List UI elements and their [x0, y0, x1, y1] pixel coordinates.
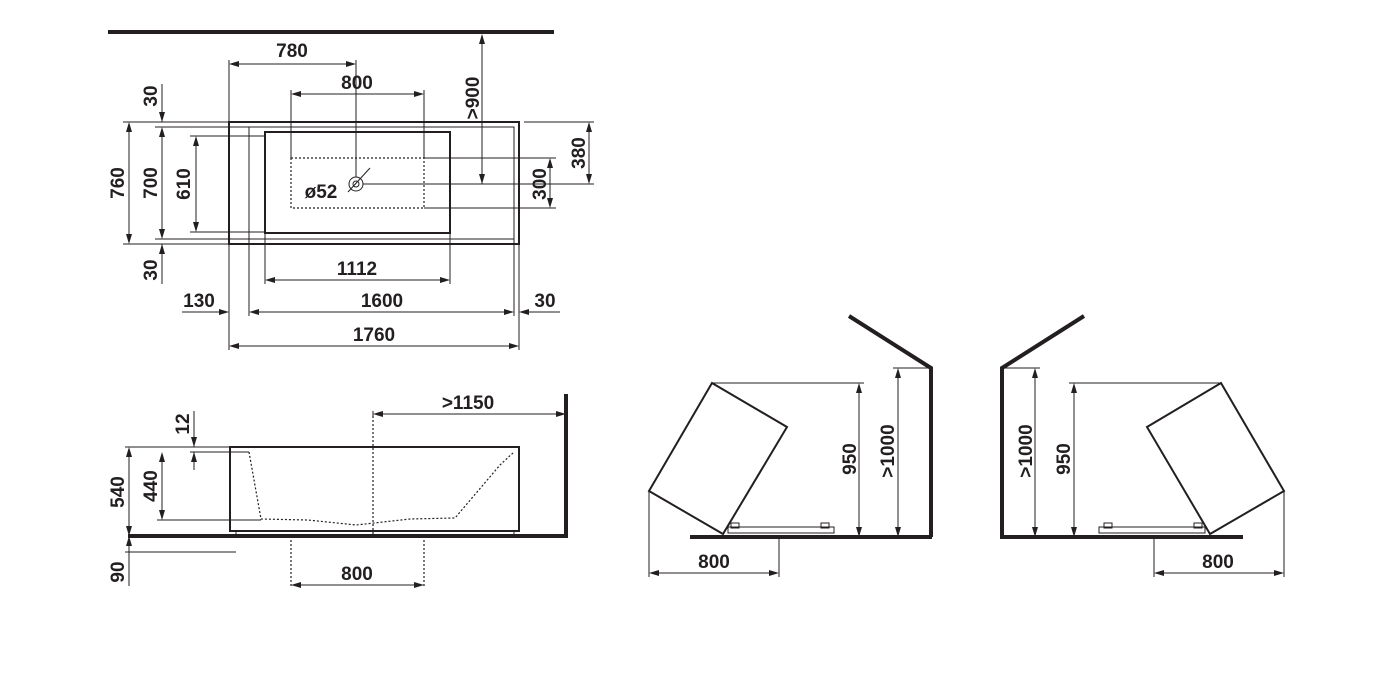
dim-760 — [123, 121, 229, 245]
dim-800-right — [1153, 491, 1285, 577]
dim-1600-row — [182, 239, 560, 350]
tub-side-outline — [229, 446, 520, 532]
dim-1760 — [229, 343, 519, 349]
dim-label-800-left: 800 — [698, 552, 730, 573]
dim-950-left — [712, 382, 864, 537]
dim-780 — [228, 60, 357, 177]
dim-label-130: 130 — [183, 291, 215, 312]
dim-label-540: 540 — [108, 476, 129, 508]
dim-700 — [155, 126, 249, 240]
dim-800-bottom — [291, 582, 424, 588]
dim-12 — [190, 411, 249, 470]
dim-label-30-top: 30 — [141, 85, 162, 106]
basin-outline — [264, 131, 451, 234]
dim-900 — [425, 34, 485, 185]
dim-label-440: 440 — [141, 470, 162, 502]
dim-label-90: 90 — [108, 561, 129, 582]
tilted-tub-right — [1145, 381, 1286, 536]
dim-300 — [424, 157, 556, 209]
dim-label-1112: 1112 — [337, 259, 377, 280]
tilt-view-right: >1000 950 800 — [1000, 314, 1286, 577]
drain-symbol — [347, 167, 425, 193]
dim-label-30-right: 30 — [534, 291, 555, 312]
dim-800-top — [290, 90, 425, 158]
tub-outer-outline — [228, 121, 520, 245]
dim-label-380: 380 — [569, 137, 590, 169]
dim-380 — [482, 121, 594, 185]
dim-440 — [157, 452, 261, 521]
dim-label-800-bottom: 800 — [341, 564, 373, 585]
dim-1000-right — [1002, 367, 1040, 537]
tilt-view-left: 950 >1000 800 — [647, 314, 933, 577]
dim-label-760: 760 — [108, 167, 129, 199]
support-area-dotted — [290, 157, 425, 209]
side-view: >1150 12 540 440 — [108, 393, 568, 588]
dim-1000-left — [893, 367, 931, 537]
wall-and-roof-right — [1000, 314, 1086, 537]
dim-label-800-right: 800 — [1202, 552, 1234, 573]
dim-label-12: 12 — [173, 413, 194, 434]
dim-label-1150: >1150 — [442, 393, 494, 414]
dim-1150 — [372, 411, 566, 417]
dim-30-top — [156, 84, 229, 123]
floor-rail-left — [727, 522, 835, 534]
dim-label-900: >900 — [463, 77, 484, 120]
dim-label-800-top: 800 — [341, 73, 373, 94]
dim-label-1760: 1760 — [353, 325, 395, 346]
dim-label-700: 700 — [141, 167, 162, 199]
dim-label-610: 610 — [174, 168, 195, 200]
dim-610 — [190, 135, 265, 233]
dim-1112 — [264, 233, 451, 284]
dim-label-950-left: 950 — [840, 443, 861, 475]
plan-view: 780 800 >900 30 — [108, 30, 594, 350]
dim-label-30-bottom: 30 — [141, 259, 162, 280]
dim-label-780: 780 — [276, 41, 308, 62]
dim-90 — [125, 536, 236, 586]
dim-label-1600: 1600 — [361, 291, 403, 312]
dim-label-950-right: 950 — [1054, 443, 1075, 475]
dim-540 — [125, 446, 230, 536]
tub-inner-outline — [248, 126, 515, 240]
dim-label-d52: ø52 — [305, 182, 338, 203]
dim-label-1000-left: >1000 — [878, 424, 899, 477]
dim-950-right — [1069, 382, 1221, 537]
dim-30-bottom — [159, 244, 165, 284]
tilted-tub-left — [647, 381, 789, 536]
basin-profile-dotted — [248, 451, 515, 526]
floor-rail-right — [1098, 522, 1206, 534]
dim-800-left — [648, 491, 780, 577]
dim-label-1000-right: >1000 — [1016, 424, 1037, 477]
